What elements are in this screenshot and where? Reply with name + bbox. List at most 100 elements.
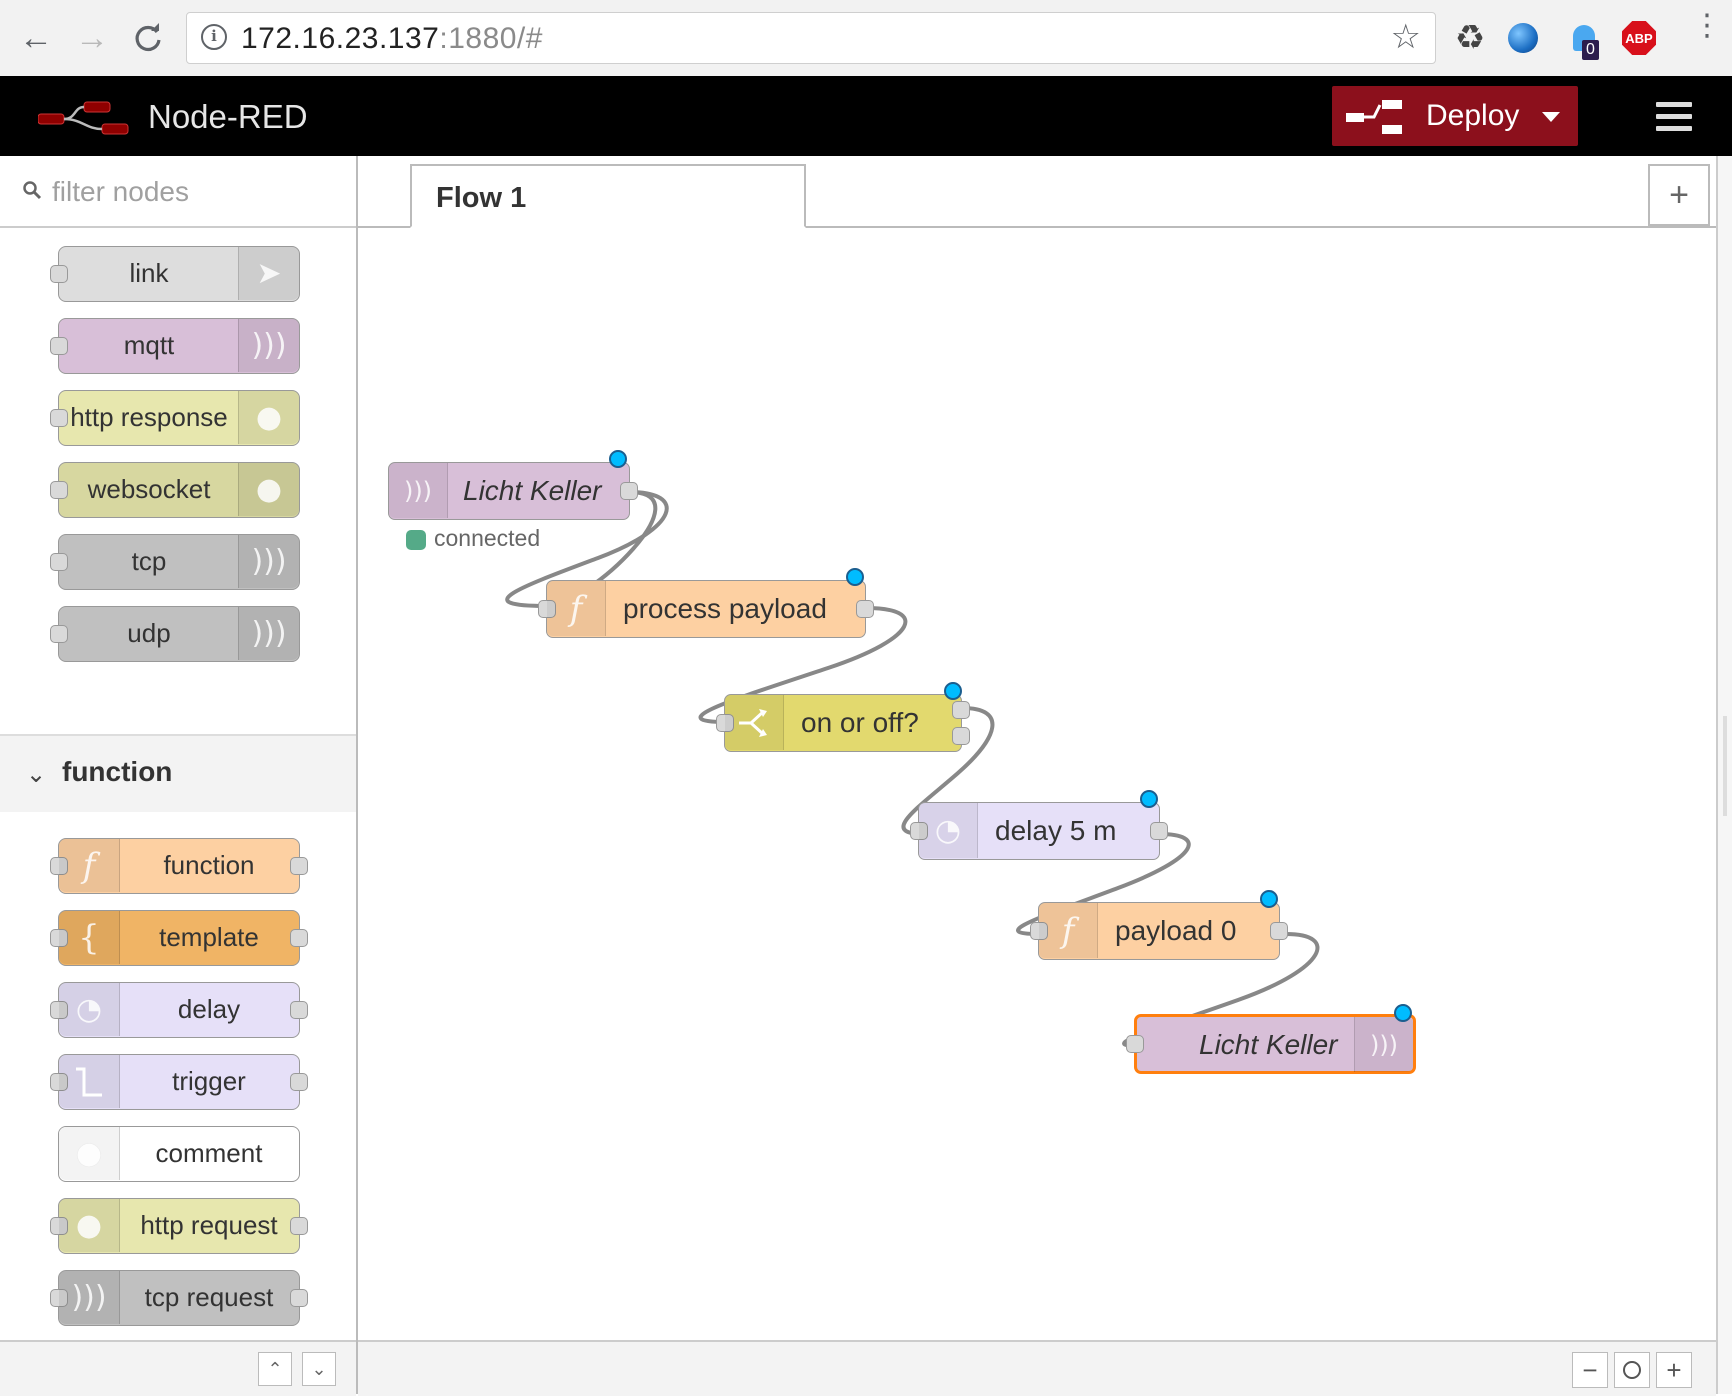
url-text[interactable]: 172.16.23.137:1880/# xyxy=(241,22,543,56)
output-port[interactable] xyxy=(1150,822,1168,840)
flow-node-mqtt-in[interactable]: ))) Licht Keller xyxy=(388,462,638,520)
tab-flow-1[interactable]: Flow 1 xyxy=(410,164,806,228)
reload-button[interactable] xyxy=(126,16,170,60)
workspace-footer: − + xyxy=(358,1340,1716,1396)
output-port-2[interactable] xyxy=(952,727,970,745)
input-port xyxy=(50,409,68,427)
comment-icon: ● xyxy=(59,1127,120,1180)
adblock-extension-icon[interactable]: ABP xyxy=(1622,21,1656,55)
palette-node-http-response[interactable]: http response ● xyxy=(50,390,300,446)
bookmark-star-icon[interactable]: ☆ xyxy=(1390,18,1421,56)
info-icon[interactable]: i xyxy=(201,24,227,50)
flow-node-switch[interactable]: on or off? xyxy=(716,694,970,752)
palette-node-label: tcp request xyxy=(144,1282,274,1312)
timer-icon: ◔ xyxy=(59,983,120,1036)
output-port xyxy=(290,1289,308,1307)
palette-search xyxy=(0,156,356,228)
flow-node-label: Licht Keller xyxy=(1199,1029,1338,1060)
output-port xyxy=(290,1217,308,1235)
palette-node-label: http response xyxy=(70,402,228,432)
input-port xyxy=(50,1217,68,1235)
address-bar[interactable]: i 172.16.23.137:1880/# ☆ xyxy=(186,12,1436,64)
changed-indicator xyxy=(846,568,864,586)
collapse-all-icon[interactable]: ⌃ xyxy=(258,1352,292,1386)
palette-category-function[interactable]: ⌄ function xyxy=(0,734,356,812)
wire xyxy=(505,490,669,608)
app-title: Node-RED xyxy=(148,98,308,135)
expand-all-icon[interactable]: ⌄ xyxy=(302,1352,336,1386)
palette-node-label: function xyxy=(163,850,255,880)
deploy-dropdown-icon[interactable] xyxy=(1542,112,1560,122)
workspace-tabs: Flow 1 + xyxy=(358,156,1716,228)
zoom-in-button[interactable]: + xyxy=(1656,1352,1692,1388)
input-port xyxy=(50,1289,68,1307)
flow-wires xyxy=(505,490,1320,1048)
browser-menu-icon[interactable]: ⋮ xyxy=(1692,9,1722,42)
palette-node-function[interactable]: f function xyxy=(50,838,308,894)
palette-node-label: http request xyxy=(140,1210,278,1240)
flow-node-function[interactable]: f process payload xyxy=(538,580,874,638)
palette-node-label: udp xyxy=(127,618,171,648)
output-port[interactable] xyxy=(856,600,874,618)
input-port[interactable] xyxy=(538,600,556,618)
palette-node-label: template xyxy=(159,922,259,952)
palette-node-trigger[interactable]: trigger xyxy=(50,1054,308,1110)
zoom-reset-button[interactable] xyxy=(1614,1352,1650,1388)
timer-icon: ◔ xyxy=(919,803,978,858)
back-button[interactable]: ← xyxy=(19,18,53,57)
palette-node-label: mqtt xyxy=(123,330,175,360)
palette-node-udp-out[interactable]: udp ))) xyxy=(50,606,300,662)
palette-node-label: link xyxy=(129,258,169,288)
flow-node-delay[interactable]: ◔ delay 5 m xyxy=(910,802,1168,860)
palette-node-websocket-out[interactable]: websocket ● xyxy=(50,462,300,518)
palette-node-tcp-out[interactable]: tcp ))) xyxy=(50,534,300,590)
workspace-canvas[interactable]: ))) Licht Keller connected f process pay… xyxy=(358,228,1716,1340)
output-port-1[interactable] xyxy=(952,701,970,719)
wifi-in-icon: ))) xyxy=(389,463,448,518)
flow-node-label: delay 5 m xyxy=(995,815,1117,846)
recycle-extension-icon[interactable]: ♻ xyxy=(1454,19,1486,57)
palette-node-label: trigger xyxy=(172,1066,246,1096)
palette-node-link-out[interactable]: link ➤ xyxy=(50,246,300,302)
flow-node-function[interactable]: f payload 0 xyxy=(1030,902,1288,960)
url-host: 172.16.23.137 xyxy=(241,22,440,55)
input-port[interactable] xyxy=(1126,1035,1144,1053)
palette-node-delay[interactable]: ◔ delay xyxy=(50,982,308,1038)
input-port[interactable] xyxy=(910,822,928,840)
input-port[interactable] xyxy=(716,714,734,732)
palette-node-http-request[interactable]: ● http request xyxy=(50,1198,308,1254)
palette-node-template[interactable]: { template xyxy=(50,910,308,966)
forward-button[interactable]: → xyxy=(75,18,109,57)
sidebar-separator[interactable] xyxy=(1716,156,1732,1394)
category-title: function xyxy=(62,756,173,787)
deploy-label: Deploy xyxy=(1426,99,1520,132)
function-icon: f xyxy=(1039,903,1098,958)
add-flow-button[interactable]: + xyxy=(1648,164,1710,226)
input-port[interactable] xyxy=(1030,922,1048,940)
zoom-out-button[interactable]: − xyxy=(1572,1352,1608,1388)
output-port[interactable] xyxy=(1270,922,1288,940)
filter-nodes-input[interactable] xyxy=(50,170,344,214)
changed-indicator xyxy=(1394,1004,1412,1022)
globe-extension-icon[interactable] xyxy=(1508,23,1538,53)
flow-node-label: payload 0 xyxy=(1115,915,1237,946)
palette-node-mqtt-out[interactable]: mqtt ))) xyxy=(50,318,300,374)
flow-node-mqtt-out[interactable]: Licht Keller ))) xyxy=(1126,1014,1416,1074)
search-icon xyxy=(23,181,42,200)
output-port[interactable] xyxy=(620,482,638,500)
deploy-button[interactable]: Deploy xyxy=(1332,86,1578,146)
tab-label: Flow 1 xyxy=(436,182,527,214)
status-text: connected xyxy=(434,525,541,551)
trigger-icon xyxy=(59,1055,120,1108)
palette-node-tcp-request[interactable]: ))) tcp request xyxy=(50,1270,308,1326)
bridge-out-icon: ))) xyxy=(238,535,299,588)
palette-node-comment[interactable]: ● comment xyxy=(58,1126,300,1182)
output-port xyxy=(290,929,308,947)
wire xyxy=(901,706,995,836)
template-icon: { xyxy=(59,911,120,964)
changed-indicator xyxy=(609,450,627,468)
wifi-out-icon: ))) xyxy=(238,319,299,372)
main-menu-icon[interactable] xyxy=(1656,102,1692,138)
palette-node-label: comment xyxy=(155,1138,263,1168)
changed-indicator xyxy=(944,682,962,700)
